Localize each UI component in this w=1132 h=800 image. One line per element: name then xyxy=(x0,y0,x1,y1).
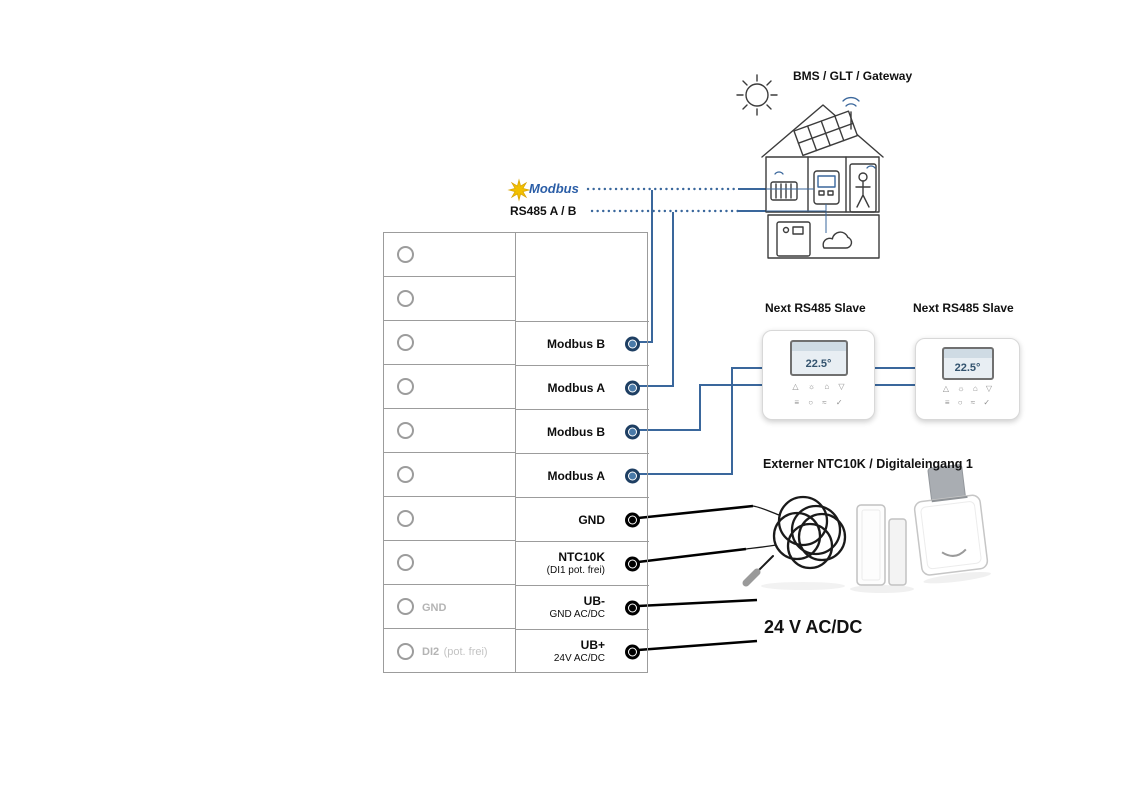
thermostat-buttons-row1: △ ☼ ⌂ ▽ xyxy=(792,382,845,391)
terminal-modbus-a-1: Modbus A xyxy=(516,365,649,409)
terminal-left-row-4 xyxy=(384,365,515,409)
modbus-wires xyxy=(638,188,916,475)
wire-terminal-icon xyxy=(625,380,640,395)
screw-terminal-icon xyxy=(397,466,414,483)
screw-terminal-icon xyxy=(397,334,414,351)
cloud-icon xyxy=(822,231,853,249)
terminal-left-row-8 xyxy=(384,541,515,585)
screw-terminal-icon xyxy=(397,510,414,527)
terminal-ub-plus: UB+24V AC/DC xyxy=(516,629,649,673)
screw-terminal-icon xyxy=(397,290,414,307)
wire-terminal-icon xyxy=(625,468,640,483)
ntc-cable-sensor xyxy=(742,495,847,590)
screw-terminal-icon xyxy=(397,246,414,263)
screw-terminal-icon xyxy=(397,598,414,615)
probe-tip xyxy=(742,568,761,587)
terminal-left-gnd: GND xyxy=(384,585,515,629)
rs485-slave-thermostat-1: 22.5° △ ☼ ⌂ ▽ ≡ ○ ≈ ✓ xyxy=(762,330,875,420)
terminal-left-row-7 xyxy=(384,497,515,541)
door-contact-sensor xyxy=(850,504,914,593)
gateway-label: BMS / GLT / Gateway xyxy=(793,69,913,83)
terminal-left-row-3 xyxy=(384,321,515,365)
terminal-ub-minus: UB-GND AC/DC xyxy=(516,585,649,629)
wire-terminal-icon xyxy=(625,556,640,571)
terminal-gnd: GND xyxy=(516,497,649,541)
boiler-icon xyxy=(776,221,811,257)
terminal-modbus-b-1: Modbus B xyxy=(516,321,649,365)
power-and-sensor-wires xyxy=(637,504,758,652)
roof-outline xyxy=(761,104,884,158)
terminal-modbus-b-2: Modbus B xyxy=(516,409,649,453)
power-supply-label: 24 V AC/DC xyxy=(764,617,863,637)
room-thermostat-icon xyxy=(813,170,840,205)
wire-terminal-icon xyxy=(625,424,640,439)
thermostat-buttons-row1: △ ☼ ⌂ ▽ xyxy=(942,384,993,393)
person-icon xyxy=(849,163,877,213)
house-internal-wiring xyxy=(766,188,827,233)
terminal-left-di2: DI2 (pot. frei) xyxy=(384,629,515,673)
thermostat-buttons-row2: ≡ ○ ≈ ✓ xyxy=(944,398,991,408)
slave2-label: Next RS485 Slave xyxy=(913,301,1014,315)
thermostat-display: 22.5° xyxy=(941,347,994,380)
card-switch-sensor xyxy=(913,464,991,584)
screw-terminal-icon xyxy=(397,378,414,395)
screw-terminal-icon xyxy=(397,642,414,660)
display-temperature: 22.5° xyxy=(954,362,981,374)
sun-icon xyxy=(736,74,778,116)
terminal-block: GND DI2 (pot. frei) Modbus B Modbus A Mo… xyxy=(383,232,649,673)
wire-terminal-icon xyxy=(625,512,640,527)
wifi-icon xyxy=(774,96,876,175)
screw-terminal-icon xyxy=(397,422,414,439)
terminal-block-left-column: GND DI2 (pot. frei) xyxy=(384,233,516,672)
terminal-left-row-5 xyxy=(384,409,515,453)
rs485-slave-thermostat-2: 22.5° △ ☼ ⌂ ▽ ≡ ○ ≈ ✓ xyxy=(915,338,1020,420)
terminal-ntc10k: NTC10K(DI1 pot. frei) xyxy=(516,541,649,585)
modbus-logo-label: Modbus xyxy=(529,181,579,196)
screw-terminal-icon xyxy=(397,554,414,571)
display-temperature: 22.5° xyxy=(805,358,832,370)
terminal-left-row-1 xyxy=(384,233,515,277)
radiator-icon xyxy=(770,181,798,201)
modbus-logo-gear-icon xyxy=(507,178,531,202)
wire-terminal-icon xyxy=(625,600,640,615)
terminal-left-row-2 xyxy=(384,277,515,321)
terminal-block-right-column: Modbus B Modbus A Modbus B Modbus A GND … xyxy=(516,321,649,672)
slave1-label: Next RS485 Slave xyxy=(765,301,866,315)
external-sensor-label: Externer NTC10K / Digitaleingang 1 xyxy=(763,457,973,471)
terminal-left-row-6 xyxy=(384,453,515,497)
wire-terminal-icon xyxy=(625,336,640,351)
building-illustration xyxy=(736,74,884,259)
thermostat-buttons-row2: ≡ ○ ≈ ✓ xyxy=(794,398,843,408)
rs485-bus-label: RS485 A / B xyxy=(510,204,577,218)
thermostat-display: 22.5° xyxy=(789,340,848,376)
terminal-modbus-a-2: Modbus A xyxy=(516,453,649,497)
wire-terminal-icon xyxy=(625,644,640,659)
solar-panels-icon xyxy=(793,110,859,157)
